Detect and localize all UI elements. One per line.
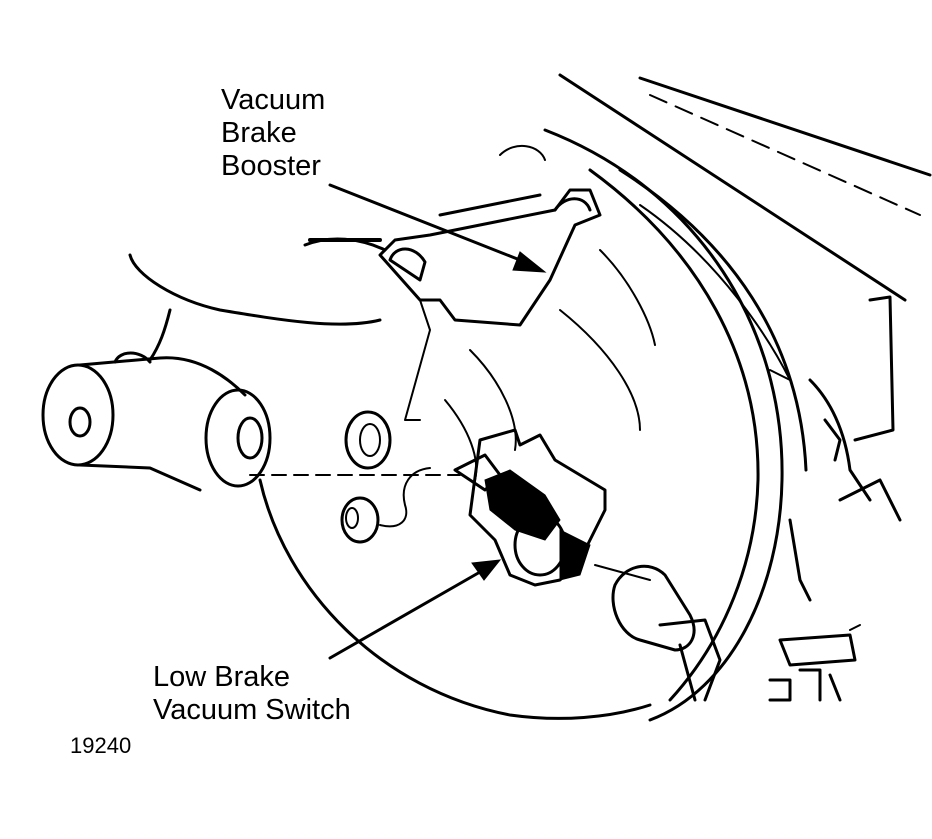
low-brake-vacuum-switch-label: Low Brake Vacuum Switch [153,661,351,727]
label-line: Vacuum [221,84,326,116]
firewall-lines [558,73,932,442]
figure-number: 19240 [70,733,132,758]
booster-housing [258,128,808,722]
leader-arrows [328,183,547,660]
label-line: Vacuum Switch [153,694,351,726]
master-cylinder [41,253,461,492]
vacuum-brake-booster-label: Vacuum Brake Booster [221,84,325,183]
vacuum-switch-assembly [340,428,651,587]
mounting-bracket [303,145,602,421]
label-line: Booster [221,150,321,182]
label-line: Low Brake [153,661,291,693]
right-structure [769,369,902,602]
label-line: Brake [221,117,297,149]
vacuum-hose [611,564,861,702]
